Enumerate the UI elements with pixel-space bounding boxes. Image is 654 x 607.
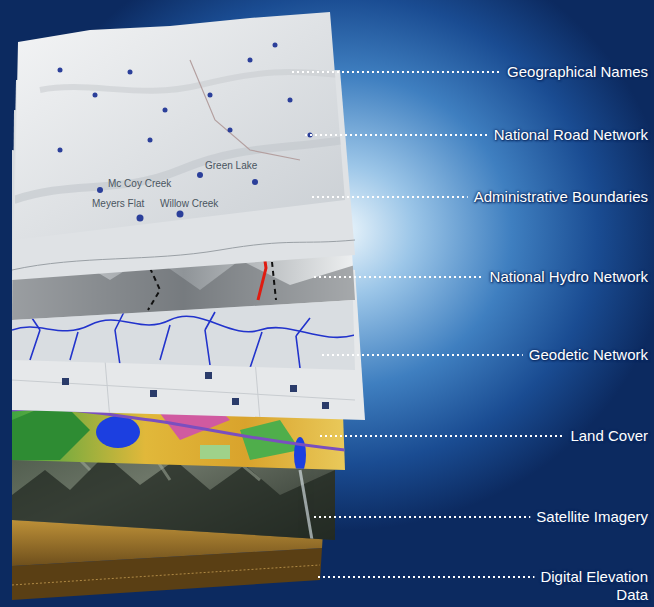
layer-label: Geodetic Network [529,346,648,364]
leader-line [320,435,564,437]
layer-label: Administrative Boundaries [474,188,648,206]
layer-label: Land Cover [570,427,648,445]
leader-line [314,276,484,278]
place-name: Willow Creek [160,198,218,210]
place-name: Green Lake [205,160,257,172]
leader-line [292,71,501,73]
place-name: Meyers Flat [92,198,144,210]
leader-line [312,196,468,198]
leader-line [318,576,534,578]
layer-label: Geographical Names [507,63,648,81]
layer-label: National Road Network [494,126,648,144]
layer-label: Digital Elevation Data [508,568,648,604]
leader-line [314,516,530,518]
place-name: Mc Coy Creek [108,178,171,190]
layer-label: Satellite Imagery [536,508,648,526]
layer-label: National Hydro Network [490,268,648,286]
leader-line [322,354,523,356]
leader-line [305,134,488,136]
